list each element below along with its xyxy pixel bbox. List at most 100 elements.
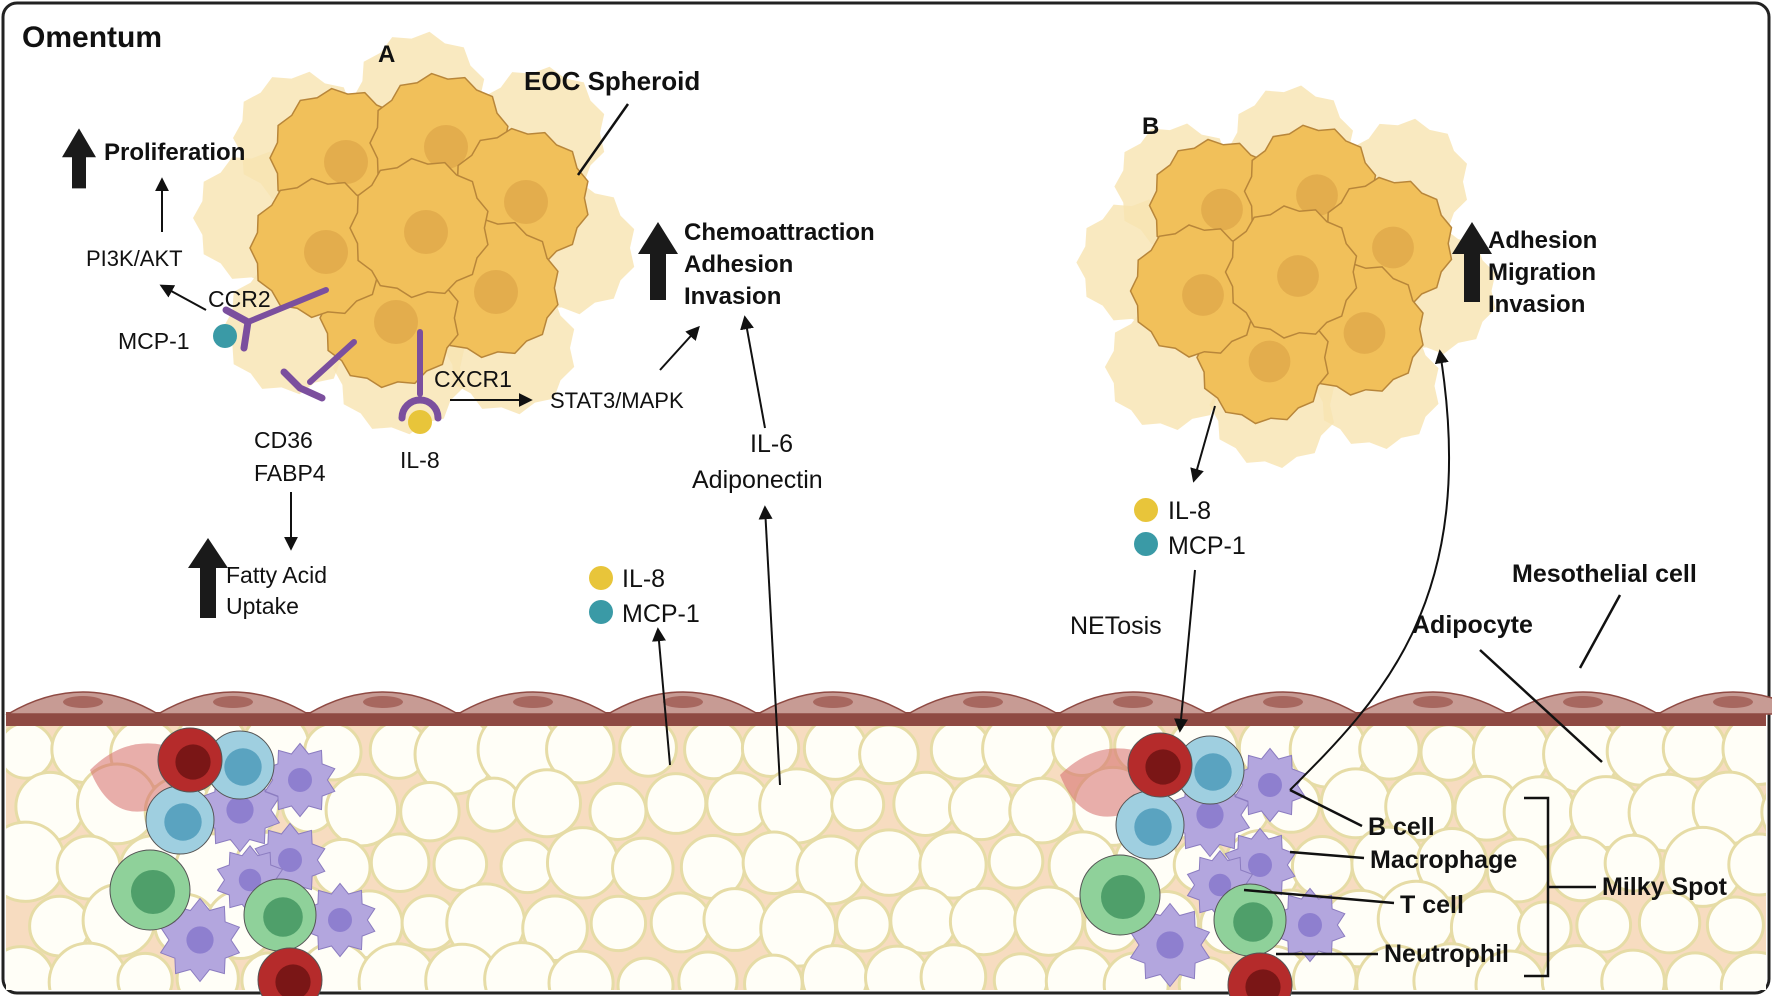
adipocyte-cell — [545, 826, 620, 900]
adipocyte-cell — [1661, 725, 1727, 781]
milky-spot-cluster-a — [90, 727, 376, 996]
adipocyte-cell — [1575, 896, 1633, 954]
t-nucleus — [1101, 875, 1145, 919]
il8-dot-icon — [1134, 498, 1158, 522]
adipocyte-cell — [683, 725, 745, 781]
mesothelial-nucleus — [1413, 696, 1453, 708]
adipocyte-cell — [1419, 725, 1479, 782]
neutrophil-label: Neutrophil — [1384, 940, 1509, 968]
adipocyte-cell — [511, 768, 583, 839]
adipocyte-cell — [858, 725, 920, 786]
proliferation-label: Proliferation — [104, 139, 245, 166]
pi3k-akt-label: PI3K/AKT — [86, 246, 183, 271]
adipocyte-cell — [835, 896, 892, 953]
b-nucleus — [1134, 808, 1172, 846]
adipocyte-cell — [919, 943, 988, 990]
t-nucleus — [1233, 902, 1273, 942]
mesothelial-nucleus — [363, 696, 403, 708]
mesothelial-nucleus — [1563, 696, 1603, 708]
mcp1-dot-icon — [589, 600, 613, 624]
il8-label-a-secreted: IL-8 — [622, 565, 665, 593]
outcome-a-line3: Invasion — [684, 283, 781, 310]
adipocyte-cell — [677, 950, 739, 990]
mcp1-label-a: MCP-1 — [118, 328, 190, 354]
adhesion-up-arrow-icon — [1452, 222, 1492, 302]
fatty-acid-up-arrow-icon — [188, 538, 228, 618]
outcome-a-line1: Chemoattraction — [684, 219, 875, 246]
adipocyte-cell — [854, 828, 924, 897]
adipocyte-cell — [6, 820, 67, 903]
eoc-spheroid-label: EOC Spheroid — [524, 66, 700, 96]
adipocyte-cell — [741, 830, 807, 896]
tumor-cell-nucleus — [1372, 226, 1414, 269]
adipocyte-cell — [1664, 951, 1726, 990]
adipocyte-cell — [1290, 834, 1354, 898]
adipocyte-cell — [589, 894, 648, 953]
adipocyte-cell — [432, 836, 489, 892]
mesothelium-layer — [5, 691, 1772, 726]
adipocyte-cell — [1358, 725, 1421, 781]
adipocyte-cell — [1013, 885, 1085, 957]
mesothelial-nucleus — [1113, 696, 1153, 708]
macrophage-pointer-line — [1289, 850, 1365, 860]
proliferation-up-arrow-icon — [62, 128, 96, 189]
adipocyte-cell — [830, 777, 886, 833]
adipocyte-cell — [1603, 833, 1663, 893]
adipocyte-cell — [616, 956, 675, 990]
adipocyte-cell — [702, 887, 768, 952]
panel-a-label: A — [378, 41, 395, 68]
fatty-acid-label-line2: Uptake — [226, 593, 299, 619]
mesothelial-nucleus — [513, 696, 553, 708]
outcome-b-line2: Migration — [1488, 259, 1596, 286]
mesothelial-nucleus — [663, 696, 703, 708]
fatty-acid-label-line1: Fatty Acid — [226, 562, 327, 588]
mcp1-dot-icon — [213, 324, 237, 348]
b-nucleus — [224, 748, 262, 786]
il6-to-outcome-arrow — [740, 315, 766, 429]
cd36-label: CD36 — [254, 427, 313, 453]
adipocyte-cell — [1705, 895, 1765, 955]
neutrophil-nucleus — [275, 964, 311, 996]
panel-b-label: B — [1142, 113, 1159, 140]
adiponectin-label: Adiponectin — [692, 466, 823, 494]
adipocyte-to-il6-arrow — [758, 505, 781, 786]
adipocyte-cell — [918, 830, 988, 900]
adipocyte-cell — [1637, 891, 1702, 955]
macrophage-nucleus — [1156, 931, 1184, 959]
il8-label-a: IL-8 — [400, 447, 440, 473]
adipocyte-cell — [399, 780, 461, 843]
adipocyte-cell — [740, 725, 801, 778]
adipocyte-cell — [369, 832, 431, 893]
adipocyte-cell — [618, 725, 678, 778]
t-cell-label: T cell — [1400, 891, 1464, 919]
adipocyte-cell — [547, 949, 615, 990]
macrophage-nucleus — [1196, 801, 1224, 829]
b-cell-label: B cell — [1368, 813, 1435, 841]
macrophage-nucleus — [1248, 853, 1272, 877]
adipocyte-cell — [649, 891, 712, 954]
mcp1-to-neutrophil-arrow — [1174, 569, 1196, 733]
outcome-a-line2: Adhesion — [684, 251, 793, 278]
adipocyte-cell — [987, 832, 1045, 890]
tumor-cell-nucleus — [1343, 312, 1386, 354]
milky-spot-cluster-b — [1060, 732, 1346, 996]
ccr2-receptor-icon — [222, 287, 329, 352]
macrophage-nucleus — [1208, 873, 1232, 897]
adipocyte-cell — [892, 770, 959, 838]
mesothelial-pointer-line — [1578, 594, 1622, 669]
tumor-cell-nucleus — [324, 140, 368, 184]
neutrophil-nucleus — [1245, 969, 1281, 996]
adipocyte-label: Adipocyte — [1412, 611, 1533, 639]
mesothelial-nucleus — [63, 696, 103, 708]
mesothelial-cell-label: Mesothelial cell — [1512, 560, 1697, 588]
mesothelial-nucleus — [1713, 696, 1753, 708]
macrophage-nucleus — [1298, 913, 1322, 937]
macrophage-nucleus — [278, 848, 302, 872]
neutrophil-nucleus — [175, 744, 211, 780]
adipocyte-pointer-line — [1479, 649, 1603, 763]
adipocyte-cell — [521, 894, 589, 963]
il8-label-b: IL-8 — [1168, 497, 1211, 525]
t-nucleus — [263, 897, 303, 937]
cd36-receptor-icon — [280, 339, 357, 402]
